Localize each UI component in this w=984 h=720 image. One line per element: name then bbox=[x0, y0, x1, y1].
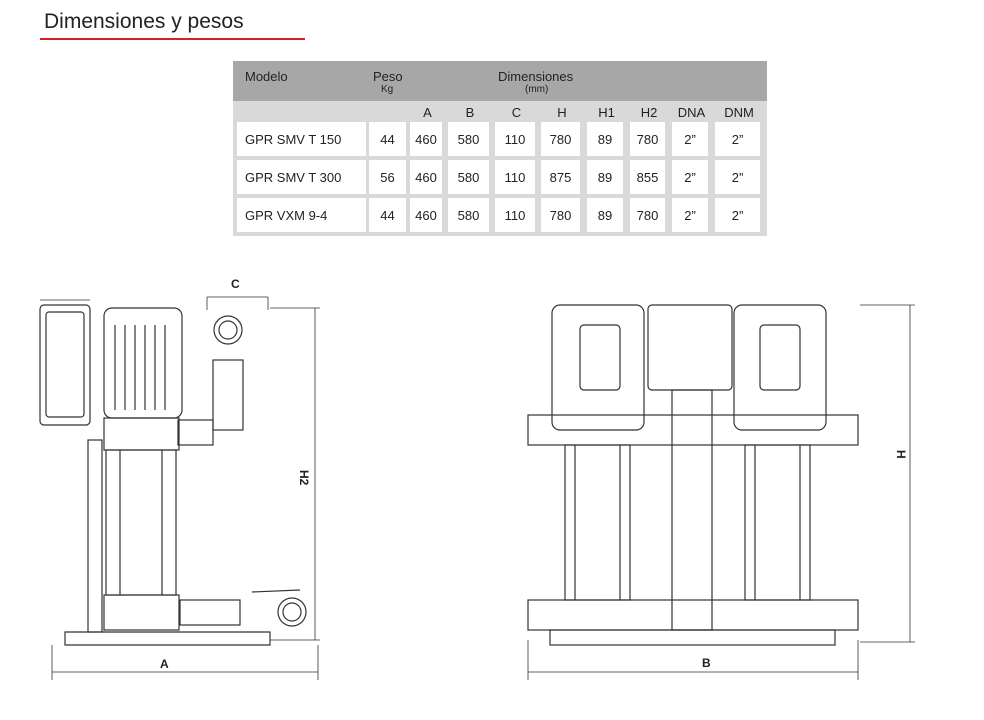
column-header-a: A bbox=[423, 105, 432, 120]
cell-c: 110 bbox=[495, 122, 535, 156]
section-title: Dimensiones y pesos bbox=[44, 10, 244, 33]
cell-dnm: 2” bbox=[715, 122, 760, 156]
cell-dnm: 2” bbox=[715, 198, 760, 232]
front-view-drawing bbox=[527, 304, 859, 646]
column-header-b: B bbox=[465, 105, 475, 120]
cell-a: 460 bbox=[410, 122, 442, 156]
header-dimensiones: Dimensiones bbox=[498, 69, 574, 84]
cell-h1: 89 bbox=[587, 198, 623, 232]
dimension-label-h: H bbox=[894, 450, 908, 459]
cell-peso: 56 bbox=[369, 160, 406, 194]
dimension-label-c: C bbox=[231, 277, 240, 291]
header-peso: Peso bbox=[373, 69, 403, 84]
cell-model: GPR SMV T 300 bbox=[237, 160, 366, 194]
cell-b: 580 bbox=[448, 198, 489, 232]
dimension-label-b: B bbox=[702, 656, 711, 670]
cell-h2: 855 bbox=[630, 160, 665, 194]
table-header bbox=[233, 61, 767, 101]
cell-a: 460 bbox=[410, 198, 442, 232]
front-view-dimension-lines bbox=[527, 304, 915, 680]
cell-dna: 2” bbox=[672, 198, 708, 232]
dimension-label-h2: H2 bbox=[297, 470, 311, 486]
cell-h2: 780 bbox=[630, 122, 665, 156]
header-kg: Kg bbox=[381, 84, 394, 95]
side-view-drawing bbox=[39, 304, 307, 646]
cell-dnm: 2” bbox=[715, 160, 760, 194]
cell-h: 875 bbox=[541, 160, 580, 194]
cell-h2: 780 bbox=[630, 198, 665, 232]
cell-peso: 44 bbox=[369, 198, 406, 232]
cell-h1: 89 bbox=[587, 122, 623, 156]
cell-dna: 2” bbox=[672, 122, 708, 156]
cell-h: 780 bbox=[541, 198, 580, 232]
dimension-label-a: A bbox=[160, 657, 169, 671]
header-mm: (mm) bbox=[525, 84, 549, 95]
cell-a: 460 bbox=[410, 160, 442, 194]
cell-c: 110 bbox=[495, 160, 535, 194]
cell-model: GPR VXM 9-4 bbox=[237, 198, 366, 232]
side-view-dimension-lines bbox=[40, 296, 320, 680]
column-header-dna: DNA bbox=[677, 105, 706, 120]
dimensions-table: Modelo Peso Kg Dimensiones (mm) A B C H H1 H2… bbox=[233, 61, 767, 236]
cell-model: GPR SMV T 150 bbox=[237, 122, 366, 156]
header-modelo: Modelo bbox=[245, 69, 288, 84]
cell-b: 580 bbox=[448, 122, 489, 156]
column-header-c: C bbox=[511, 105, 522, 120]
cell-dna: 2” bbox=[672, 160, 708, 194]
column-header-h2: H2 bbox=[640, 105, 658, 120]
cell-c: 110 bbox=[495, 198, 535, 232]
cell-b: 580 bbox=[448, 160, 489, 194]
column-header-h: H bbox=[557, 105, 567, 120]
title-underline bbox=[40, 38, 305, 40]
column-header-dnm: DNM bbox=[724, 105, 754, 120]
column-header-h1: H1 bbox=[598, 105, 615, 120]
cell-peso: 44 bbox=[369, 122, 406, 156]
cell-h1: 89 bbox=[587, 160, 623, 194]
cell-h: 780 bbox=[541, 122, 580, 156]
